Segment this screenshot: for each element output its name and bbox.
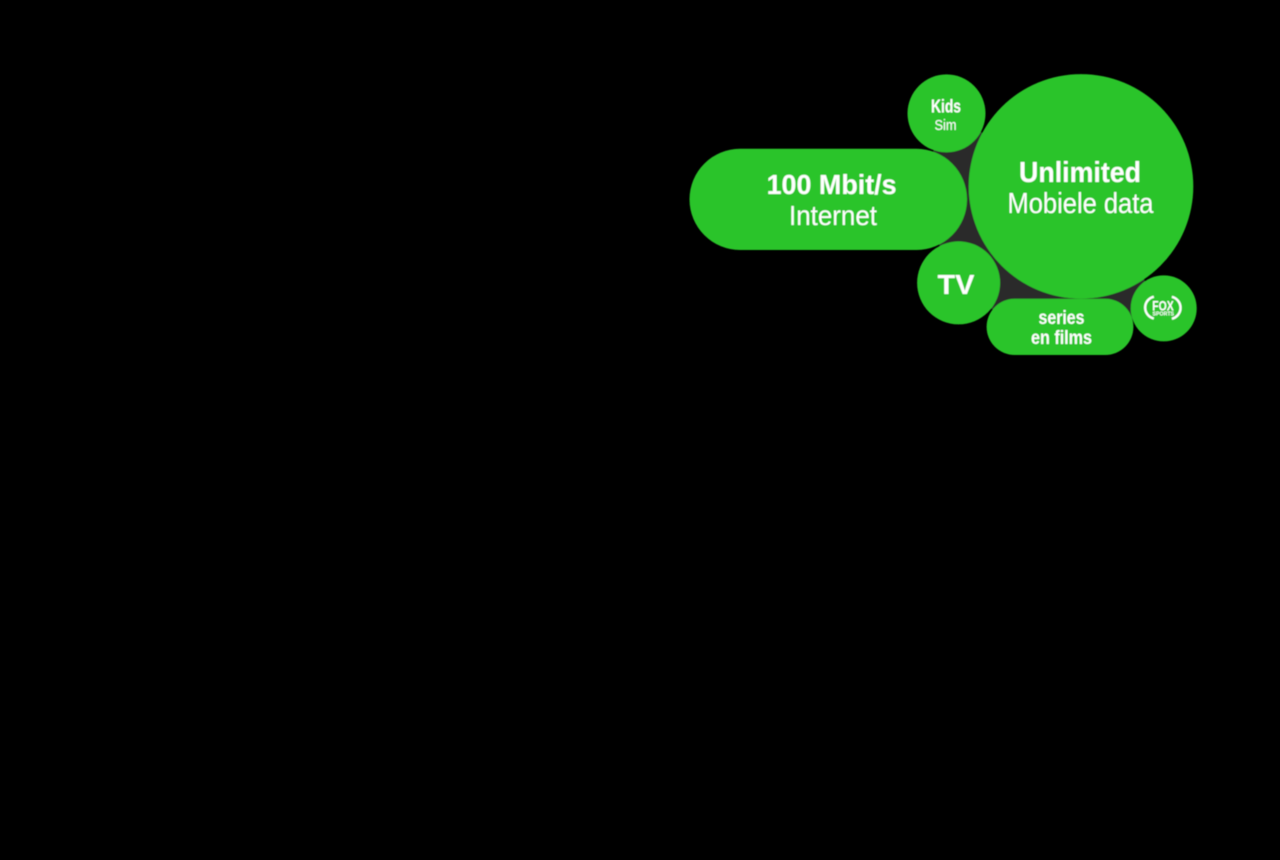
svg-text:Kids: Kids [931,96,961,116]
svg-text:Sim: Sim [935,117,957,134]
svg-text:TV: TV [938,269,975,300]
svg-text:series: series [1039,308,1085,329]
svg-text:SPORTS: SPORTS [1153,312,1175,318]
svg-text:en films: en films [1031,328,1092,349]
svg-text:FOX: FOX [1152,297,1174,313]
svg-text:Unlimited: Unlimited [1019,157,1141,189]
svg-text:100 Mbit/s: 100 Mbit/s [767,169,897,200]
svg-text:Internet: Internet [789,200,877,231]
svg-text:Mobiele data: Mobiele data [1008,188,1154,220]
